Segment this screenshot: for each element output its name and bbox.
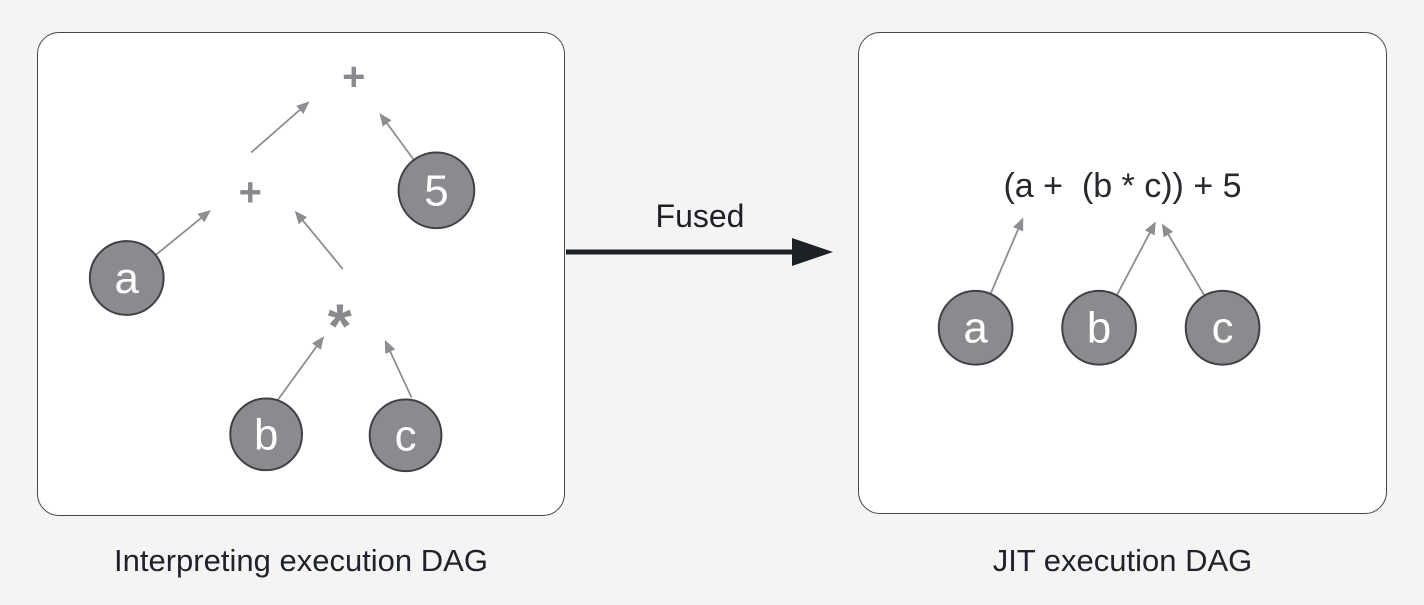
node-a-circle — [88, 240, 165, 316]
node-b: b — [1061, 289, 1137, 366]
interpreting-dag-panel: + + * a 5 b c — [37, 32, 565, 516]
node-b-label: b — [1087, 304, 1111, 353]
node-b-label: b — [254, 410, 278, 459]
edge-b-to-expression — [1116, 221, 1156, 296]
fused-label: Fused — [655, 198, 745, 234]
node-a-label: a — [115, 254, 140, 303]
node-c-label: c — [395, 411, 417, 460]
fused-arrow — [566, 238, 833, 266]
node-a: a — [88, 240, 165, 316]
edge-a-to-inner-plus — [155, 210, 211, 256]
fused-expression-text: (a + (b * c)) + 5 — [1003, 167, 1242, 205]
node-a-circle — [937, 289, 1014, 366]
fused-arrow-head — [792, 238, 833, 266]
node-c-circle — [1184, 289, 1261, 366]
node-five-label: 5 — [424, 166, 448, 215]
node-b-circle — [229, 397, 303, 472]
edge-inner-plus-to-root-plus — [250, 101, 310, 154]
root-plus-operator: + — [342, 55, 365, 99]
edge-a-to-expression — [989, 217, 1024, 295]
jit-dag-canvas: a b c — [937, 217, 1261, 366]
jit-dag-caption: JIT execution DAG — [992, 543, 1253, 578]
node-five-circle — [397, 151, 476, 230]
edge-b-to-multiply — [277, 336, 325, 401]
edge-c-to-expression — [1161, 223, 1206, 297]
multiply-operator: * — [328, 293, 352, 362]
edge-multiply-to-inner-plus — [294, 210, 344, 270]
node-five: 5 — [397, 151, 476, 230]
interpreting-dag-canvas: + + * a 5 b c — [88, 55, 476, 473]
node-c: c — [368, 398, 443, 473]
node-c: c — [1184, 289, 1261, 366]
node-c-label: c — [1212, 304, 1234, 353]
node-c-circle — [368, 398, 443, 473]
node-a-label: a — [963, 304, 988, 353]
node-a: a — [937, 289, 1014, 366]
interpreting-dag-caption: Interpreting execution DAG — [114, 543, 488, 578]
edge-c-to-multiply — [384, 339, 413, 398]
edge-five-to-root-plus — [379, 113, 415, 161]
node-b: b — [229, 397, 303, 472]
jit-dag-panel: a b c — [858, 32, 1387, 514]
inner-plus-operator: + — [239, 170, 262, 214]
node-b-circle — [1061, 289, 1137, 366]
